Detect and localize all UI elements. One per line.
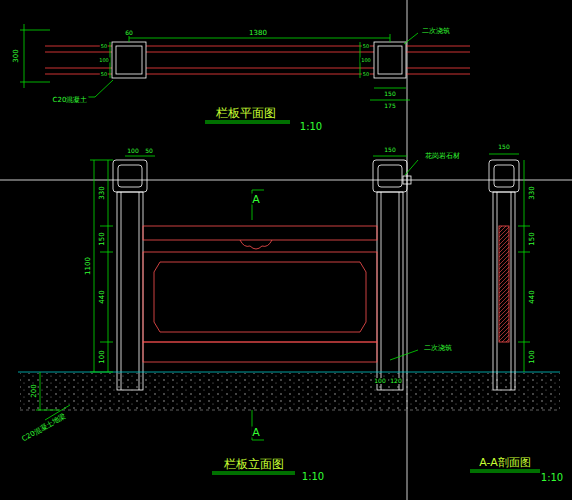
dimension: 100: [99, 349, 106, 364]
scale: 1:10: [540, 473, 564, 483]
scale: 1:10: [301, 472, 325, 482]
elevation-view: [18, 156, 560, 440]
note: 二次浇筑: [421, 28, 451, 35]
dimension: 440: [99, 289, 106, 304]
view-title: 栏板平面图: [215, 107, 277, 119]
dimension: 100: [373, 378, 386, 384]
section-mark: A: [251, 427, 261, 438]
view-title: 栏板立面图: [223, 458, 285, 470]
section-mark: A: [251, 194, 261, 205]
dimension: 100: [529, 349, 536, 364]
dimension: 175: [383, 103, 396, 109]
section-view: [489, 154, 530, 390]
note: C20混凝土: [52, 97, 89, 104]
dimension: 100: [360, 58, 372, 63]
dimension: 440: [529, 289, 536, 304]
dimension: 200: [31, 383, 38, 398]
note: 二次浇筑: [423, 345, 453, 352]
dimension: 120: [389, 378, 402, 384]
dimension: 50: [362, 72, 370, 77]
note: 花岗岩石材: [424, 153, 461, 160]
dimension: 150: [497, 144, 510, 150]
view-title: A-A剖面图: [478, 457, 532, 468]
dimension: 50: [362, 44, 370, 49]
dimension: 100: [126, 148, 139, 154]
plan-view: [20, 24, 470, 100]
dimension: 330: [99, 185, 106, 200]
dimension: 50: [100, 72, 108, 77]
title-underlines: [205, 121, 540, 474]
dimension: 300: [13, 48, 20, 63]
dimension: 60: [124, 30, 134, 36]
note: C20混凝土地梁: [20, 412, 67, 443]
dimension: 150: [383, 147, 396, 153]
dimension: 100: [98, 58, 110, 63]
dimension: 1100: [85, 256, 92, 276]
dimension: 50: [100, 44, 108, 49]
dimension: 150: [383, 91, 396, 97]
dimension: 1380: [248, 30, 268, 37]
dimension: 50: [144, 148, 154, 154]
dimension: 150: [99, 231, 106, 246]
scale: 1:10: [299, 122, 323, 132]
dimension: 150: [529, 231, 536, 246]
dimension: 330: [529, 185, 536, 200]
